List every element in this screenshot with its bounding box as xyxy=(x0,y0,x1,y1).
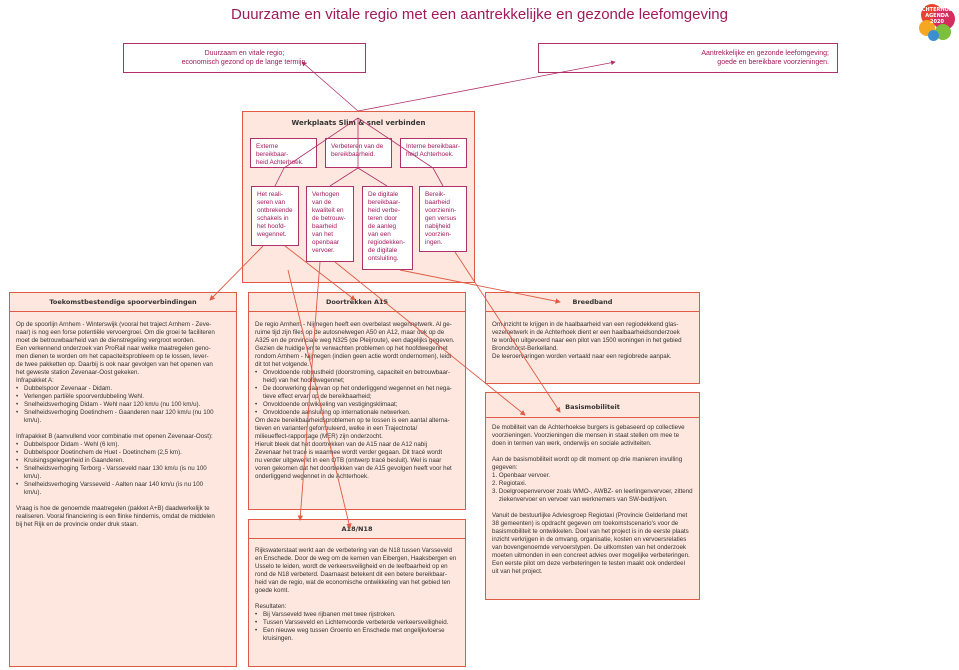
list-item: 2. Regiotaxi. xyxy=(492,480,527,487)
measure-box-road: Het reali- seren van ontbrekende schakel… xyxy=(251,186,299,246)
a15-intro: De regio Arnhem - Nijmegen heeft een ove… xyxy=(255,321,455,368)
list-item: Snelheidsverhoging Doetinchem - Gaandere… xyxy=(16,409,231,425)
n18-list: Bij Varsseveld twee rijbanen met twee ri… xyxy=(255,611,460,643)
list-item: Onvoldoende aansluiting op international… xyxy=(255,409,460,417)
list-item: Een nieuwe weg tussen Groenlo en Ensched… xyxy=(255,627,460,643)
measure-box-facilities: Bereik- baarheid voorzienin- gen versus … xyxy=(419,186,467,252)
theme-box-improve: Verbeteren van de bereikbaarheid. xyxy=(325,138,392,168)
section-spoor: Toekomstbestendige spoorverbindingen Op … xyxy=(9,292,237,667)
list-item: 3. Doelgroepenvervoer zoals WMO-, AWBZ- … xyxy=(492,488,693,503)
list-item: Snelheidsverhoging Terborg - Varsseveld … xyxy=(16,465,231,481)
list-item: Dubbelspoor Didam - Wehl (6 km). xyxy=(16,441,231,449)
list-item: Onvoldoende robuustheid (doorstroming, c… xyxy=(255,369,460,385)
list-item: Dubbelspoor Doetinchem de Huet - Doetinc… xyxy=(16,449,231,457)
goal-box-living: Aantrekkelijke en gezonde leefomgeving; … xyxy=(538,43,838,73)
spoor-pakket-b: Infrapakket B (aanvullend voor combinati… xyxy=(16,433,213,440)
list-item: Onvoldoende ontwikkeling van vestigingsk… xyxy=(255,401,460,409)
list-item: Dubbelspoor Zevenaar - Didam. xyxy=(16,385,231,393)
spoor-list-a: Dubbelspoor Zevenaar - Didam. Verlengen … xyxy=(16,385,231,425)
goal-text: Aantrekkelijke en gezonde leefomgeving; … xyxy=(701,50,829,66)
basis-lead: Aan de basismobiliteit wordt op dit mome… xyxy=(492,456,683,471)
section-breedband-heading: Breedband xyxy=(572,298,613,306)
goal-text: Duurzaam en vitale regio; economisch gez… xyxy=(181,50,308,66)
list-item: Kruisingsgelegenheid in Gaanderen. xyxy=(16,457,231,465)
list-item: Bij Varsseveld twee rijbanen met twee ri… xyxy=(255,611,460,619)
measure-box-digital: De digitale bereikbaar- heid verbe- tere… xyxy=(362,186,413,270)
basis-intro: De mobiliteit van de Achterhoekse burger… xyxy=(492,424,685,447)
list-item: Snelheidsverhoging Didam - Wehl naar 120… xyxy=(16,401,231,409)
a15-list: Onvoldoende robuustheid (doorstroming, c… xyxy=(255,369,460,417)
section-spoor-heading: Toekomstbestendige spoorverbindingen xyxy=(49,298,197,306)
list-item: Tussen Varsseveld en Lichtenvoorde verbe… xyxy=(255,619,460,627)
basis-outro: Vanuit de bestuurlijke Adviesgroep Regio… xyxy=(492,512,690,575)
logo-text: ACHTERHOEK AGENDA 2020 xyxy=(917,7,957,25)
goal-box-economic: Duurzaam en vitale regio; economisch gez… xyxy=(123,43,366,73)
n18-results-label: Resultaten: xyxy=(255,603,287,610)
section-n18: A18/N18 Rijkswaterstaat werkt aan de ver… xyxy=(248,519,466,667)
list-item: 1. Openbaar vervoer. xyxy=(492,472,551,479)
theme-box-external: Externe bereikbaar- heid Achterhoek. xyxy=(250,138,317,168)
list-item: Snelheidsverhoging Varsseveld - Aalten n… xyxy=(16,481,231,497)
measure-box-transit: Verhogen van de kwaliteit en de betrouw-… xyxy=(306,186,354,262)
list-item: De doorwerking daarvan op het onderligge… xyxy=(255,385,460,401)
theme-box-internal: Interne bereikbaar- heid Achterhoek. xyxy=(400,138,467,168)
list-item: Verlengen partiële spoorverdubbeling Weh… xyxy=(16,393,231,401)
section-a15: Doortrekken A15 De regio Arnhem - Nijmeg… xyxy=(248,292,466,510)
section-basismobiliteit: Basismobiliteit De mobiliteit van de Ach… xyxy=(485,392,700,600)
spoor-intro: Op de spoorlijn Arnhem - Winterswijk (vo… xyxy=(16,321,215,384)
section-n18-heading: A18/N18 xyxy=(341,525,373,533)
section-breedband: Breedband Om inzicht te krijgen in de ha… xyxy=(485,292,700,384)
breedband-body: Om inzicht te krijgen in de haalbaarheid… xyxy=(492,321,682,360)
a15-outro: Om deze bereikbaarheidsproblemen op te l… xyxy=(255,417,452,480)
n18-intro: Rijkswaterstaat werkt aan de verbetering… xyxy=(255,547,457,594)
achterhoek-agenda-logo: ACHTERHOEK AGENDA 2020 xyxy=(917,2,957,42)
spoor-list-b: Dubbelspoor Didam - Wehl (6 km). Dubbels… xyxy=(16,441,231,497)
spoor-outro: Vraag is hoe de genoemde maatregelen (pa… xyxy=(16,505,215,528)
section-basis-heading: Basismobiliteit xyxy=(565,403,620,411)
section-a15-heading: Doortrekken A15 xyxy=(325,298,389,306)
workshop-heading: Werkplaats Slim & snel verbinden xyxy=(291,119,426,127)
page-title: Duurzame en vitale regio met een aantrek… xyxy=(231,6,728,23)
